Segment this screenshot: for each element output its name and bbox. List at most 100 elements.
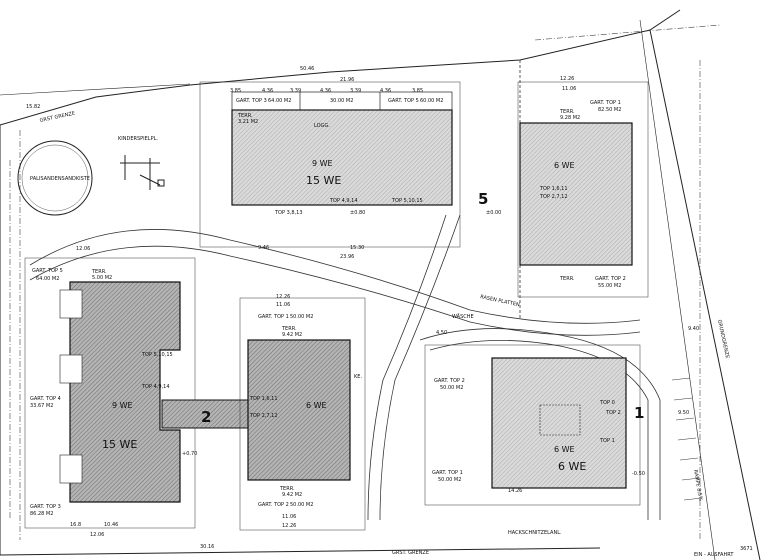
b5-we-big: 15 WE [306,174,341,187]
btr-gart-2: GART. TOP 2 [595,276,626,282]
building-1: GART. TOP 2 50.00 M2 4.50 TOP 0 TOP 2 TO… [424,330,645,506]
rampe-label: RAMPE 8,5% [692,469,703,501]
bc-terr-bottom-area: 9.42 M2 [282,492,302,498]
building-center-footprint [247,339,351,481]
b5-dim-bottom-total: 23.96 [340,254,354,260]
b5-dims-top: 3.85 4.36 3.39 4.36 3.39 4.36 3.85 21.96 [230,77,423,94]
b1-gart1: GART. TOP 1 [432,470,463,476]
playground-label: KINDERSPIELPL. [118,136,158,142]
btr-top-2: TOP 2,7,12 [539,194,568,200]
b5-gart3-label: GART. TOP 3 [236,98,267,104]
btr-terr: TERR. [559,109,575,115]
building-topright: 12.26 11.06 GART. TOP 1 82.50 M2 TERR. 9… [486,76,649,298]
bc-dim-top: 12.26 [276,294,290,300]
svg-text:3.85: 3.85 [412,88,423,94]
bc-dim-bottom2: 12.26 [282,523,296,529]
b5-dim-bottom-2: 15.30 [350,245,364,251]
btr-terr-area: 9.28 M2 [560,115,580,121]
bc-we: 6 WE [306,401,327,410]
b5-top-b: TOP 5,10,15 [391,198,423,204]
b1-level: -0.50 [632,471,645,477]
bl-gart4-area: 33.67 M2 [30,403,53,409]
b5-gart4-area: 30.00 M2 [330,98,353,104]
hackschnitzel-label: HACKSCHNITZELANL. [508,530,562,536]
connector-2: 2 [161,399,251,429]
svg-text:3.85: 3.85 [230,88,241,94]
ein-ausfahrt-label: EIN - AUSFAHRT [694,552,734,558]
building-1-footprint [491,357,627,489]
btr-we: 6 WE [554,161,575,170]
building-left: 12.06 GART. TOP 5 64.00 M2 TERR. 5.00 M2… [24,246,197,538]
b1-top2: TOP 2 [605,410,621,416]
bl-gart5-area: 64.00 M2 [36,276,59,282]
bl-level: +0.70 [182,451,197,457]
bl-gart4: GART. TOP 4 [30,396,61,402]
rasenplatten-label: RASEN PLATTEN [480,294,521,308]
bc-terr-bottom: TERR. [279,486,295,492]
bl-dim-bottom3: 16.8 [70,522,81,528]
b5-level: ±0.80 [350,210,365,216]
sandbox-label: PALISANDENSANDKISTE [30,176,90,182]
b5-terr-label: TERR. [237,113,253,119]
svg-text:12.26: 12.26 [560,76,574,82]
bl-dim-bottom2: 12.06 [90,532,104,538]
b5-gart5-label: GART. TOP 5 [388,98,419,104]
svg-text:4.36: 4.36 [380,88,391,94]
bl-gart5: GART. TOP 5 [32,268,63,274]
play-equipment [120,155,165,190]
b1-dim-bottom: 14.26 [508,488,522,494]
bl-dim-top: 12.06 [76,246,90,252]
bc-terr-area: 9.42 M2 [282,332,302,338]
bc-terr: TERR. [281,326,297,332]
b5-logg-label: LOGG. [314,123,330,129]
dim-top-edge: 50.46 [300,66,314,72]
b5-dim-bottom-1: 9.46 [258,245,269,251]
btr-gart-2-area: 55.00 M2 [598,283,621,289]
grst-grenze-bottom: GRST. GRENZE [392,550,429,556]
building-5-footprint [231,109,453,206]
b5-top-c: TOP 3,8,13 [274,210,303,216]
b1-top0: TOP 0 [599,400,615,406]
building-left-footprint [69,281,181,503]
bl-top-a: TOP 5,10,15 [141,352,173,358]
b5-gart5-area: 60.00 M2 [420,98,443,104]
building-topright-footprint [519,122,633,266]
b1-dim-left: 4.50 [436,330,447,336]
b5-dim-total: 21.96 [340,77,354,83]
bl-gart3-area: 86.28 M2 [30,511,53,517]
bc-top1: TOP 1,6,11 [249,396,278,402]
ramp [671,377,703,501]
bc-gart2-area: 50.00 M2 [290,502,313,508]
connector-number: 2 [201,408,211,426]
bc-gart1: GART. TOP 1 [258,314,289,320]
b1-gart2-area: 50.00 M2 [440,385,463,391]
dim-top-left: 15.82 [26,104,40,110]
playground: PALISANDENSANDKISTE KINDERSPIELPL. [17,136,165,216]
btr-gart-top-area: 82.50 M2 [598,107,621,113]
bc-dim-top2: 11.06 [276,302,290,308]
bl-top-b: TOP 4,9,14 [141,384,170,390]
b5-terr-area: 3.21 M2 [238,119,258,125]
btr-terr-bottom: TERR. [559,276,575,282]
dim-right-a: 9.40 [688,326,699,332]
bc-gart1-area: 50.00 M2 [290,314,313,320]
bc-dim-bottom: 11.06 [282,514,296,520]
grundgrenze-right: GRUNDGRENZE [716,319,730,359]
waesche-label: WÄSCHE [452,313,474,320]
sandbox-circle [17,140,93,216]
paths [29,60,661,521]
btr-level: ±0.00 [486,210,501,216]
building-5: GART. TOP 3 64.00 M2 30.00 M2 GART. TOP … [199,77,488,260]
svg-text:3.39: 3.39 [290,88,301,94]
btr-gart-top: GART. TOP 1 [590,100,621,106]
b1-number: 1 [634,404,644,422]
building-center: 12.26 11.06 GART. TOP 1 50.00 M2 TERR. 9… [239,294,366,531]
boundary-dashes [9,24,721,540]
svg-text:4.36: 4.36 [320,88,331,94]
bc-ke: KE. [354,374,362,380]
b5-number: 5 [478,190,488,208]
b1-we-big: 6 WE [558,460,586,473]
grst-grenze-top: GRST GRENZE [39,111,75,124]
dim-right-b: 9.50 [678,410,689,416]
